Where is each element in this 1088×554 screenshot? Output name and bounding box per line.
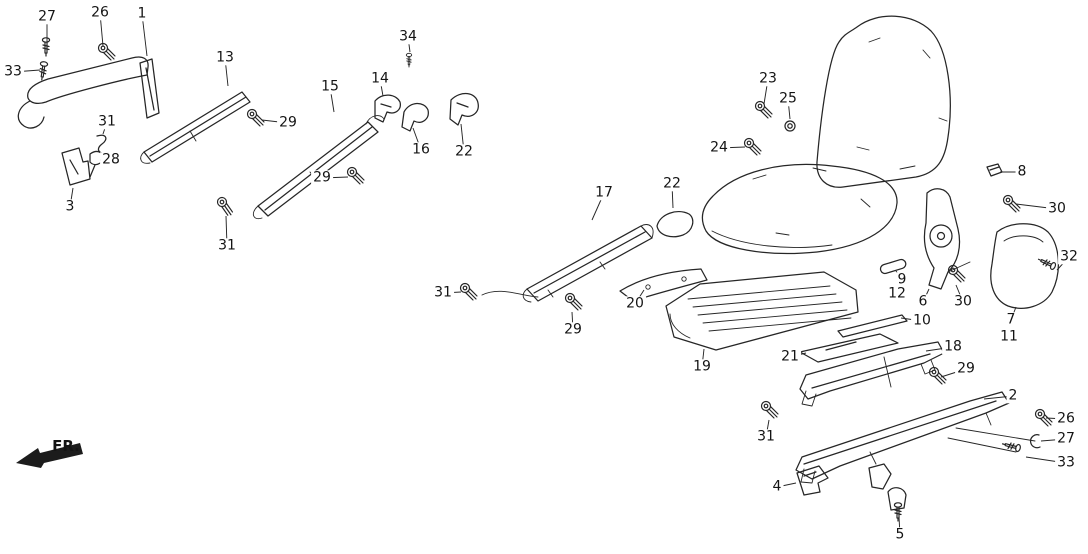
side-cover-art — [990, 223, 1060, 309]
fr-direction-arrow — [16, 443, 83, 468]
center-rail-art — [481, 224, 654, 303]
seat-pan-art — [619, 211, 908, 363]
seat-cushion-art — [701, 163, 898, 255]
seat-back-art — [816, 15, 951, 188]
leader-lines — [12, 12, 1070, 536]
left-seat-trim-art — [17, 56, 385, 220]
recliner-bracket-art — [879, 163, 1003, 290]
fr-label: FR. — [52, 437, 80, 455]
diagram-artwork — [17, 15, 1060, 522]
hook-brackets-art — [374, 93, 479, 132]
fasteners-art — [37, 37, 1058, 522]
lower-rails-art — [795, 341, 1036, 511]
